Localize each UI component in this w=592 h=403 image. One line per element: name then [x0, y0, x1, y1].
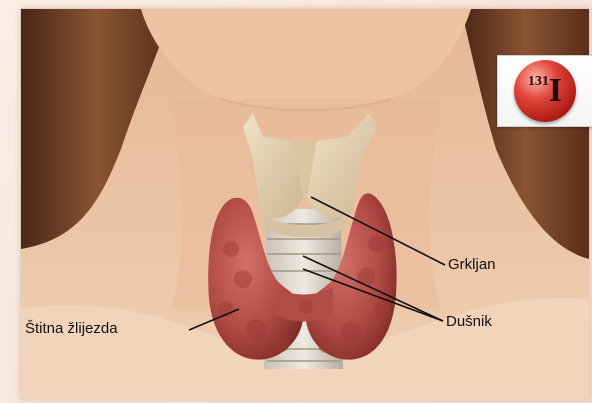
label-trachea: Dušnik — [446, 313, 492, 330]
label-larynx: Grkljan — [448, 256, 496, 273]
iodine-sphere-icon: 131I — [514, 60, 576, 122]
iodine-badge: 131I — [497, 55, 592, 127]
badge-element: I — [549, 72, 562, 109]
label-thyroid: Štitna žlijezda — [25, 320, 118, 337]
badge-mass-number: 131 — [528, 74, 549, 89]
